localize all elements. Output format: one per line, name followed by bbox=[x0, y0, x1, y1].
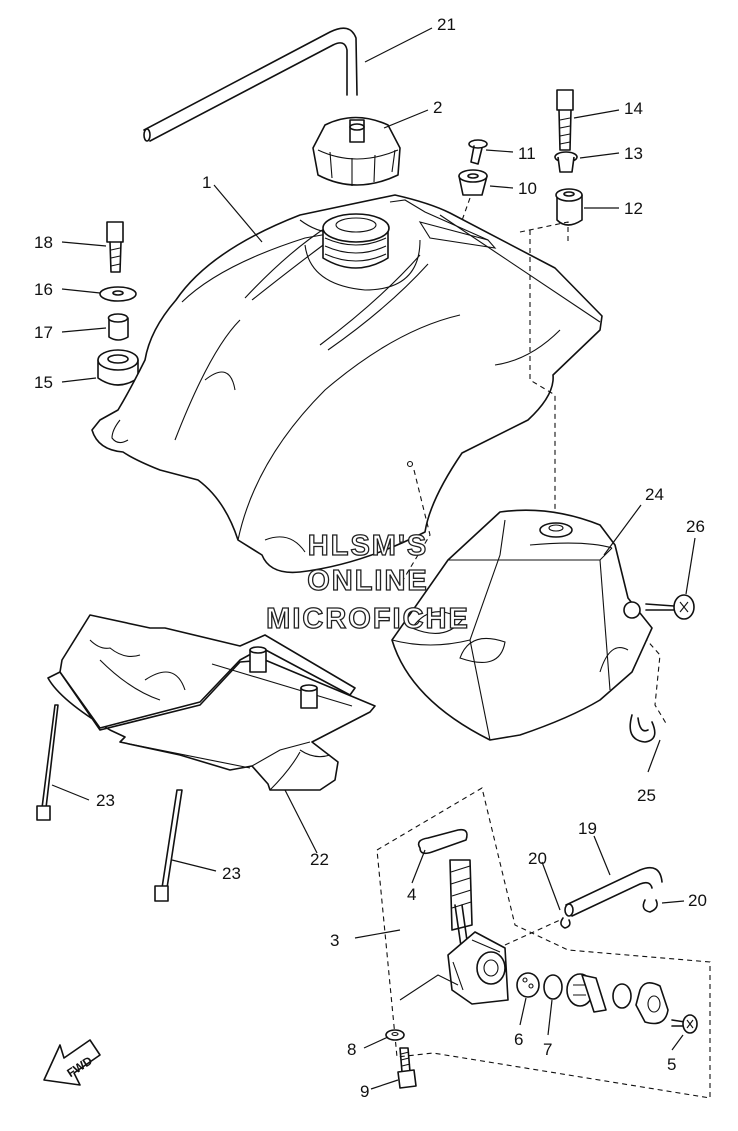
sub-tank-24 bbox=[391, 509, 653, 741]
callout-7: 7 bbox=[543, 1040, 552, 1059]
washer-cock bbox=[612, 983, 632, 1009]
damper-12 bbox=[555, 188, 583, 226]
collar-13 bbox=[554, 151, 578, 173]
guard-plate-22 bbox=[47, 614, 376, 791]
fuel-cap-2 bbox=[312, 116, 401, 186]
cable-tie-23b bbox=[154, 789, 183, 902]
callout-11: 11 bbox=[518, 144, 536, 163]
valve-lever-body bbox=[566, 973, 607, 1013]
callout-23b: 23 bbox=[222, 864, 241, 883]
callout-23a: 23 bbox=[96, 791, 115, 810]
callout-2: 2 bbox=[433, 98, 442, 117]
breather-hose-21 bbox=[143, 27, 358, 142]
callout-3: 3 bbox=[330, 931, 339, 950]
callout-1: 1 bbox=[202, 173, 211, 192]
hose-clip-20b bbox=[642, 899, 658, 913]
callout-19: 19 bbox=[578, 819, 597, 838]
bolt-18 bbox=[106, 221, 124, 273]
callout-21: 21 bbox=[437, 15, 456, 34]
callout-17: 17 bbox=[34, 323, 53, 342]
watermark-line-1: HLSM'S bbox=[308, 530, 428, 562]
collar-17 bbox=[107, 313, 129, 341]
watermark-line-2: ONLINE bbox=[307, 565, 429, 597]
collar-10 bbox=[458, 169, 488, 196]
cover-plate bbox=[635, 982, 669, 1025]
fuel-hose-19 bbox=[564, 866, 663, 917]
bolt-14 bbox=[556, 89, 574, 151]
fuel-cock-3 bbox=[447, 859, 509, 1005]
cable-tie-23a bbox=[36, 704, 59, 821]
fwd-arrow-icon: FWD bbox=[43, 1039, 101, 1086]
callout-6: 6 bbox=[514, 1030, 523, 1049]
gasket-4 bbox=[417, 828, 468, 855]
clip-25 bbox=[629, 714, 656, 743]
screw-26 bbox=[645, 594, 695, 620]
callout-25: 25 bbox=[637, 786, 656, 805]
callout-labels: 21 2 14 11 13 10 1 12 18 16 17 15 24 26 … bbox=[34, 15, 707, 1101]
callout-20a: 20 bbox=[528, 849, 547, 868]
callout-26: 26 bbox=[686, 517, 705, 536]
callout-18: 18 bbox=[34, 233, 53, 252]
callout-9: 9 bbox=[360, 1082, 369, 1101]
washer-8 bbox=[385, 1029, 405, 1041]
o-ring-7 bbox=[543, 974, 563, 1000]
watermark: HLSM'S ONLINE MICROFICHE bbox=[266, 529, 470, 635]
callout-15: 15 bbox=[34, 373, 53, 392]
screw-11 bbox=[468, 139, 488, 165]
callout-16: 16 bbox=[34, 280, 53, 299]
callout-8: 8 bbox=[347, 1040, 356, 1059]
filter-6 bbox=[516, 972, 540, 998]
callout-12: 12 bbox=[624, 199, 643, 218]
bolt-9 bbox=[397, 1047, 417, 1089]
callout-14: 14 bbox=[624, 99, 643, 118]
hose-clip-20a bbox=[560, 917, 571, 929]
callout-4: 4 bbox=[407, 885, 416, 904]
watermark-line-3: MICROFICHE bbox=[266, 603, 470, 635]
callout-13: 13 bbox=[624, 144, 643, 163]
fuel-tank-1 bbox=[91, 194, 603, 574]
callout-10: 10 bbox=[518, 179, 537, 198]
callout-22: 22 bbox=[310, 850, 329, 869]
damper-15 bbox=[97, 349, 139, 386]
callout-5: 5 bbox=[667, 1055, 676, 1074]
callout-20b: 20 bbox=[688, 891, 707, 910]
screw-5 bbox=[671, 1014, 698, 1034]
leader-lines bbox=[51, 27, 696, 1090]
callout-24: 24 bbox=[645, 485, 664, 504]
washer-16 bbox=[99, 286, 137, 302]
